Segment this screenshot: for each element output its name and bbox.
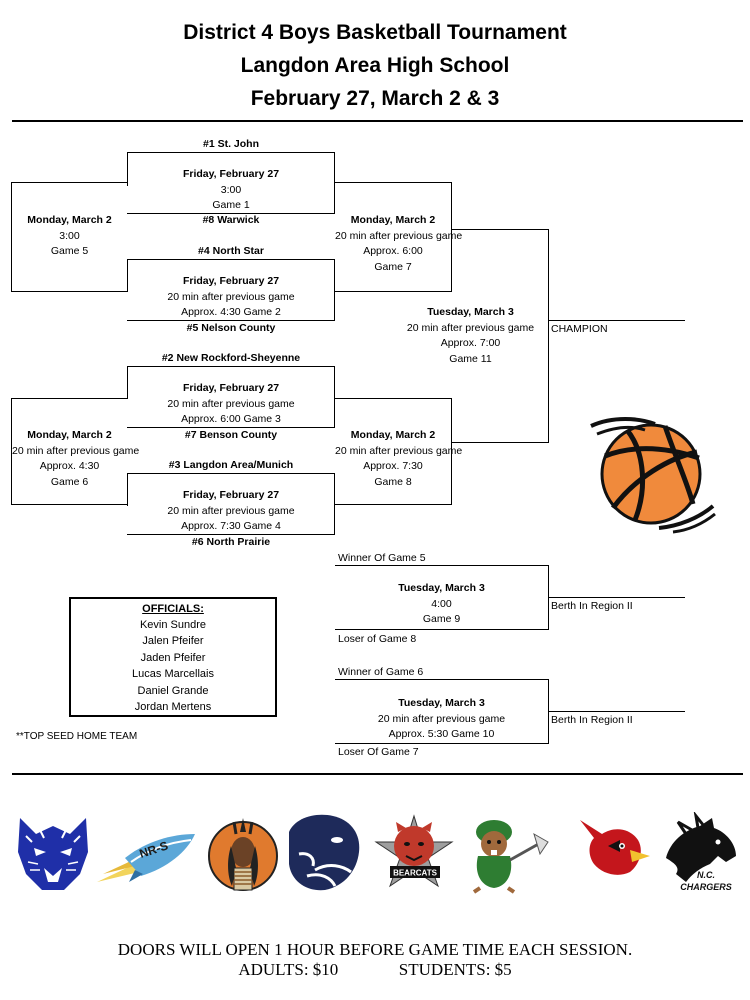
student-price: STUDENTS: $5 xyxy=(398,960,512,979)
panther-logo xyxy=(289,814,360,891)
game-8-approx: Approx. 7:30 xyxy=(363,460,423,472)
game-2-approx: Approx. 4:30 Game 2 xyxy=(181,306,281,318)
title-line-3: February 27, March 2 & 3 xyxy=(250,87,500,110)
team-seed-3: #3 Langdon Area/Munich xyxy=(168,459,294,471)
game-4-approx: Approx. 7:30 Game 4 xyxy=(181,520,281,532)
champion-label: CHAMPION xyxy=(551,323,608,335)
team-seed-6: #6 North Prairie xyxy=(191,536,271,548)
game-10-top-slot: Winner of Game 6 xyxy=(338,666,424,678)
game-8-day: Monday, March 2 xyxy=(350,429,436,441)
team-seed-4: #4 North Star xyxy=(198,245,264,257)
game-1-info: Friday, February 27 3:00 Game 1 xyxy=(127,167,335,214)
game-5-label: Game 5 xyxy=(50,245,89,257)
game-9-time: 4:00 xyxy=(431,597,452,610)
game-1-label: Game 1 xyxy=(212,199,250,211)
title-line-1: District 4 Boys Basketball Tournament xyxy=(183,21,567,44)
game-11-info: Tuesday, March 3 20 min after previous g… xyxy=(393,305,548,367)
official-name: Jalen Pfeifer xyxy=(142,635,204,648)
charger-logo: N.C. CHARGERS xyxy=(666,812,736,892)
top-seed-note: **TOP SEED HOME TEAM xyxy=(16,731,138,742)
game-7-time: 20 min after previous game xyxy=(335,229,463,242)
official-name: Jordan Mertens xyxy=(134,701,212,714)
game-9-result: Berth In Region II xyxy=(551,600,633,612)
game-8-time: 20 min after previous game xyxy=(335,444,463,457)
team-seed-8: #8 Warwick xyxy=(202,214,260,226)
title-line-2: Langdon Area High School xyxy=(240,54,510,77)
official-name: Lucas Marcellais xyxy=(132,668,214,681)
game-8-label: Game 8 xyxy=(374,475,412,488)
game-3-approx: Approx. 6:00 Game 3 xyxy=(181,413,281,425)
game-11-day: Tuesday, March 3 xyxy=(427,306,514,318)
bearcats-logo-text: BEARCATS xyxy=(393,869,438,878)
nc-logo-text: N.C. xyxy=(697,870,715,880)
game-2-day: Friday, February 27 xyxy=(182,275,280,287)
game-10-approx: Approx. 5:30 Game 10 xyxy=(388,728,495,740)
official-name: Daniel Grande xyxy=(137,684,209,697)
game-7-day: Monday, March 2 xyxy=(350,214,436,226)
team-seed-5: #5 Nelson County xyxy=(186,322,276,334)
game-6-time: 20 min after previous game xyxy=(12,444,140,457)
official-name: Kevin Sundre xyxy=(139,619,207,631)
game-7-label: Game 7 xyxy=(374,260,412,273)
game-1-time: 3:00 xyxy=(220,183,242,196)
team-seed-2: #2 New Rockford-Sheyenne xyxy=(161,352,301,364)
game-6-approx: Approx. 4:30 xyxy=(39,460,100,472)
chargers-logo-text: CHARGERS xyxy=(680,882,732,892)
game-3-day: Friday, February 27 xyxy=(182,382,280,394)
game-9-top-slot: Winner Of Game 5 xyxy=(338,552,426,564)
game-11-approx: Approx. 7:00 xyxy=(440,337,501,349)
warrior-logo xyxy=(208,818,278,891)
game-7-approx: Approx. 6:00 xyxy=(363,245,423,257)
game-11-label: Game 11 xyxy=(449,352,492,365)
adult-price: ADULTS: $10 xyxy=(238,960,339,979)
game-7-info: Monday, March 2 20 min after previous ga… xyxy=(335,213,463,275)
game-5-time: 3:00 xyxy=(59,229,80,242)
footer-divider xyxy=(12,773,743,775)
game-2-time: 20 min after previous game xyxy=(167,290,295,303)
ticket-prices: ADULTS: $10 STUDENTS: $5 xyxy=(0,960,750,979)
game-5-info: Monday, March 2 3:00 Game 5 xyxy=(12,213,127,260)
game-10-day: Tuesday, March 3 xyxy=(398,697,485,709)
game-10-time: 20 min after previous game xyxy=(377,712,506,725)
rocket-logo: NR-S xyxy=(97,834,195,882)
game-9-label: Game 9 xyxy=(422,613,461,625)
official-name: Jaden Pfeifer xyxy=(140,651,206,664)
game-4-day: Friday, February 27 xyxy=(182,489,280,501)
game-9-bottom-slot: Loser of Game 8 xyxy=(338,633,417,645)
game-4-time: 20 min after previous game xyxy=(167,504,295,517)
game-9-day: Tuesday, March 3 xyxy=(398,582,485,594)
bearcat-logo: BEARCATS xyxy=(374,814,454,888)
game-2-info: Friday, February 27 20 min after previou… xyxy=(127,274,335,321)
game-6-info: Monday, March 2 20 min after previous ga… xyxy=(12,428,140,490)
team-seed-1: #1 St. John xyxy=(202,138,259,150)
game-1-day: Friday, February 27 xyxy=(182,168,280,180)
game-10-info: Tuesday, March 3 20 min after previous g… xyxy=(335,696,548,743)
game-5-day: Monday, March 2 xyxy=(27,214,112,226)
game-10-result: Berth In Region II xyxy=(551,714,633,726)
basketball-icon xyxy=(590,417,716,534)
header-divider xyxy=(12,120,743,122)
gopher-logo xyxy=(472,820,549,894)
officials-heading: OFFICIALS: xyxy=(142,603,204,615)
cardinal-logo xyxy=(580,820,650,875)
game-9-info: Tuesday, March 3 4:00 Game 9 xyxy=(335,581,548,628)
officials-box: OFFICIALS: Kevin Sundre Jalen Pfeifer Ja… xyxy=(69,597,277,717)
game-3-info: Friday, February 27 20 min after previou… xyxy=(127,381,335,428)
game-4-info: Friday, February 27 20 min after previou… xyxy=(127,488,335,535)
game-6-day: Monday, March 2 xyxy=(27,429,112,441)
game-3-time: 20 min after previous game xyxy=(167,397,295,410)
wildcat-logo xyxy=(18,818,88,890)
game-10-bottom-slot: Loser Of Game 7 xyxy=(338,746,419,758)
team-seed-7: #7 Benson County xyxy=(184,429,278,441)
game-6-label: Game 6 xyxy=(50,475,89,488)
game-8-info: Monday, March 2 20 min after previous ga… xyxy=(335,428,463,490)
doors-open-notice: DOORS WILL OPEN 1 HOUR BEFORE GAME TIME … xyxy=(117,940,633,959)
game-11-time: 20 min after previous game xyxy=(406,321,535,334)
